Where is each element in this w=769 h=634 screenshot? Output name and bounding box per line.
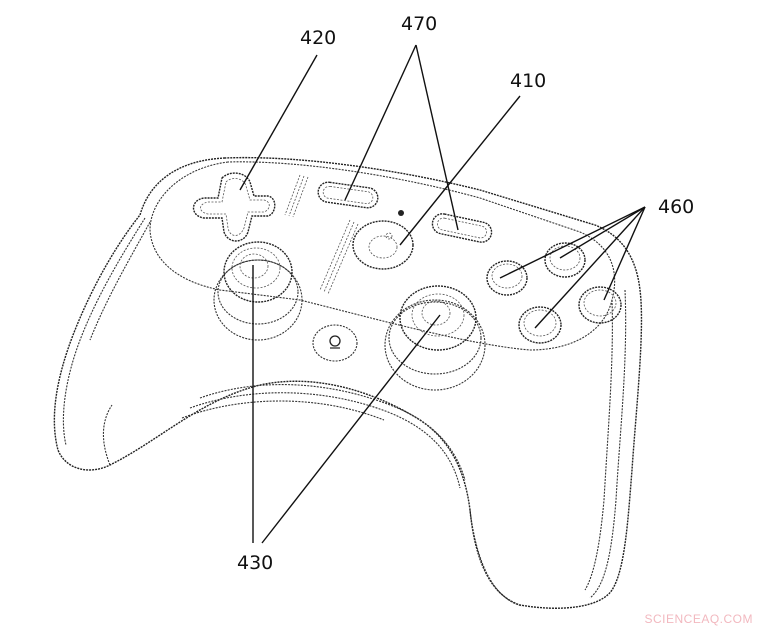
left-thumbstick[interactable] xyxy=(213,241,303,341)
controller-body xyxy=(53,156,643,609)
label-410: 410 xyxy=(510,70,547,92)
home-button[interactable] xyxy=(352,220,414,270)
microphone-icon xyxy=(329,335,341,347)
menu-button-left[interactable] xyxy=(317,181,379,209)
label-460: 460 xyxy=(658,196,695,218)
menu-button-right[interactable] xyxy=(431,212,494,244)
face-button-left[interactable] xyxy=(486,260,528,296)
face-button-right[interactable] xyxy=(578,286,622,324)
face-button-bottom[interactable] xyxy=(518,306,562,344)
label-470: 470 xyxy=(401,13,438,35)
face-button-top[interactable] xyxy=(544,242,586,278)
label-430: 430 xyxy=(237,552,274,574)
watermark: SCIENCEAQ.COM xyxy=(644,612,753,626)
leader-lines xyxy=(239,44,646,544)
assistant-button[interactable] xyxy=(312,324,358,362)
label-420: 420 xyxy=(300,27,337,49)
indicator-light xyxy=(398,210,404,216)
right-thumbstick[interactable] xyxy=(384,285,486,391)
d-pad[interactable] xyxy=(192,172,276,242)
